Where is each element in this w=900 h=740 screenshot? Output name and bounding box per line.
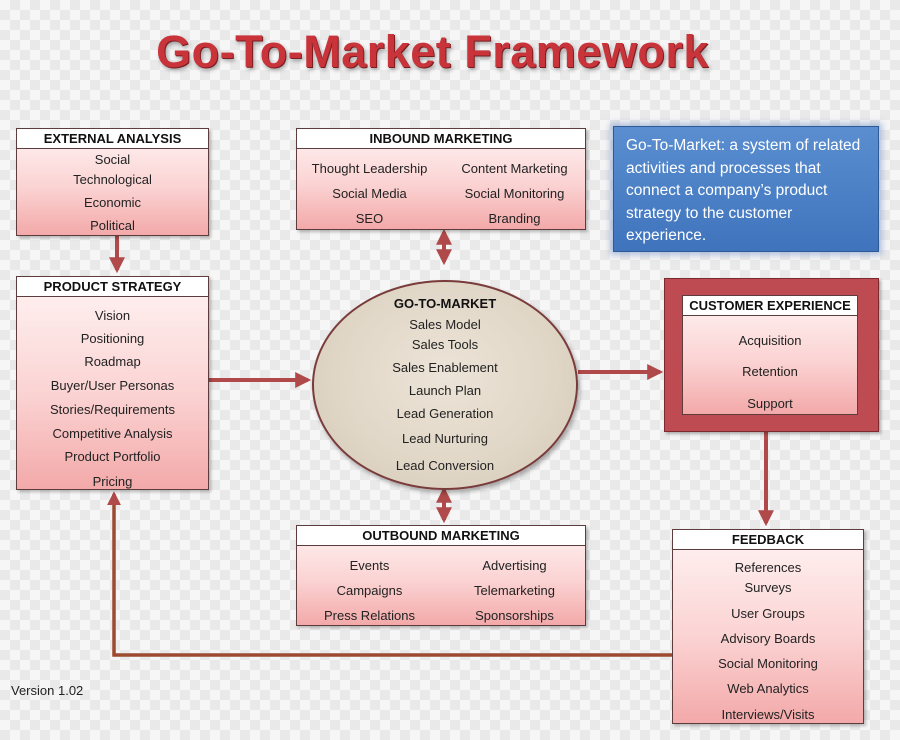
inbound-marketing-heading: INBOUND MARKETING <box>297 129 585 149</box>
outbound-item: Sponsorships <box>475 608 554 623</box>
feedback-box: FEEDBACK References Surveys User Groups … <box>672 529 864 724</box>
outbound-item: Telemarketing <box>474 583 555 598</box>
outbound-marketing-box: OUTBOUND MARKETING Events Campaigns Pres… <box>296 525 586 626</box>
product-strategy-item: Competitive Analysis <box>52 426 173 441</box>
go-to-market-item: Lead Nurturing <box>402 431 488 446</box>
feedback-item: Advisory Boards <box>720 631 816 646</box>
go-to-market-item: Sales Enablement <box>392 360 498 375</box>
external-analysis-item: Political <box>90 218 135 233</box>
inbound-item: Content Marketing <box>461 161 568 176</box>
product-strategy-item: Positioning <box>80 331 145 346</box>
page-title: Go-To-Market Framework <box>156 26 709 77</box>
product-strategy-item: Vision <box>94 308 131 323</box>
product-strategy-item: Buyer/User Personas <box>50 378 175 393</box>
product-strategy-box: PRODUCT STRATEGY Vision Positioning Road… <box>16 276 209 490</box>
outbound-marketing-heading: OUTBOUND MARKETING <box>297 526 585 546</box>
outbound-item: Advertising <box>482 558 547 573</box>
product-strategy-heading: PRODUCT STRATEGY <box>17 277 208 297</box>
go-to-market-item: Lead Conversion <box>395 458 495 473</box>
definition-callout: Go-To-Market: a system of related activi… <box>613 126 879 252</box>
inbound-marketing-box: INBOUND MARKETING Thought Leadership Soc… <box>296 128 586 230</box>
go-to-market-item: Lead Generation <box>396 406 494 421</box>
inbound-item: Social Monitoring <box>464 186 565 201</box>
go-to-market-heading: GO-TO-MARKET <box>393 296 497 311</box>
feedback-item: User Groups <box>731 606 805 621</box>
external-analysis-item: Technological <box>73 172 152 187</box>
go-to-market-item: Sales Tools <box>411 337 479 352</box>
feedback-heading: FEEDBACK <box>673 530 863 550</box>
inbound-item: Branding <box>488 211 541 226</box>
external-analysis-heading: EXTERNAL ANALYSIS <box>17 129 208 149</box>
customer-experience-item: Support <box>747 396 793 411</box>
inbound-item: Social Media <box>332 186 407 201</box>
version-label: Version 1.02 <box>11 683 84 698</box>
external-analysis-item: Economic <box>83 195 142 210</box>
feedback-item: Interviews/Visits <box>721 707 815 722</box>
product-strategy-item: Roadmap <box>84 354 141 369</box>
product-strategy-item: Pricing <box>92 474 133 489</box>
go-to-market-item: Sales Model <box>409 317 481 332</box>
outbound-item: Press Relations <box>323 608 416 623</box>
go-to-market-item: Launch Plan <box>408 383 482 398</box>
customer-experience-item: Retention <box>742 364 798 379</box>
customer-experience-box: CUSTOMER EXPERIENCE Acquisition Retentio… <box>682 295 858 415</box>
inbound-item: SEO <box>355 211 384 226</box>
outbound-item: Events <box>349 558 390 573</box>
inbound-item: Thought Leadership <box>311 161 428 176</box>
product-strategy-item: Product Portfolio <box>64 449 161 464</box>
customer-experience-heading: CUSTOMER EXPERIENCE <box>683 296 857 316</box>
feedback-item: Web Analytics <box>727 681 809 696</box>
feedback-item: References <box>734 560 802 575</box>
outbound-item: Campaigns <box>336 583 403 598</box>
customer-experience-frame: CUSTOMER EXPERIENCE Acquisition Retentio… <box>664 278 879 432</box>
feedback-item: Surveys <box>744 580 792 595</box>
external-analysis-item: Social <box>94 152 131 167</box>
customer-experience-item: Acquisition <box>738 333 802 348</box>
go-to-market-hub: GO-TO-MARKET Sales Model Sales Tools Sal… <box>312 280 578 490</box>
arrow-feedback-to-product <box>107 491 672 657</box>
external-analysis-box: EXTERNAL ANALYSIS Social Technological E… <box>16 128 209 236</box>
product-strategy-item: Stories/Requirements <box>50 402 175 417</box>
feedback-item: Social Monitoring <box>718 656 818 671</box>
